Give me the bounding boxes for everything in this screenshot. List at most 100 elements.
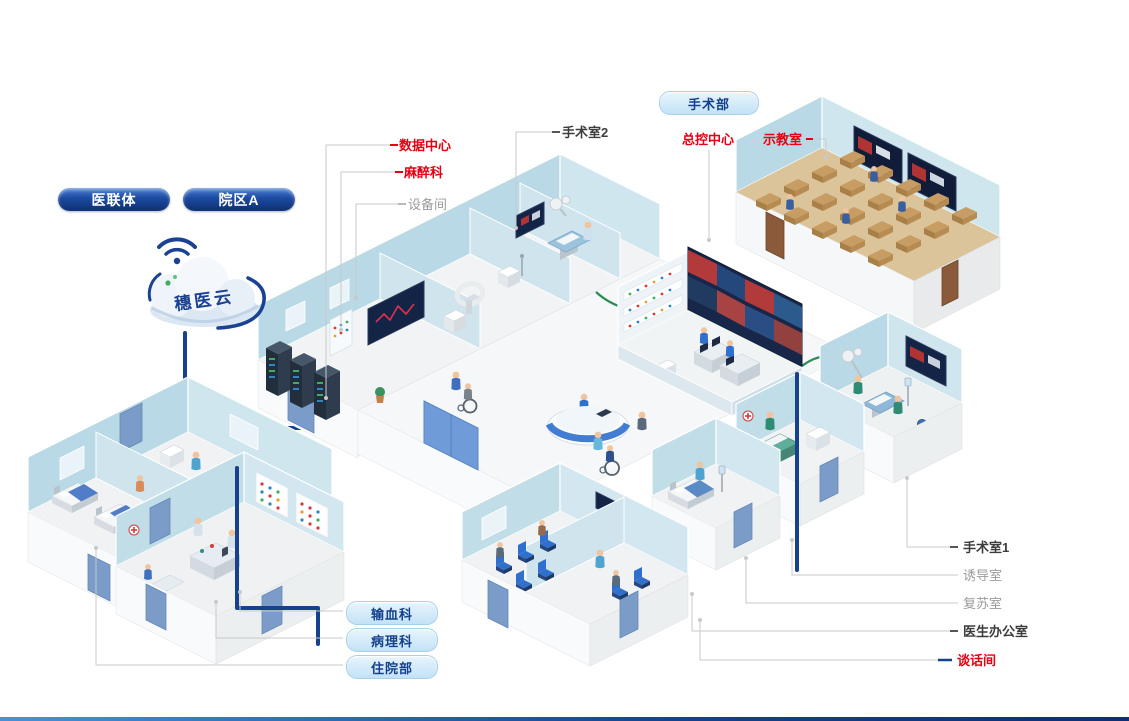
student-figure bbox=[786, 194, 794, 210]
classroom-door-side bbox=[941, 259, 959, 307]
ward-door bbox=[119, 402, 143, 453]
label-master-control: 总控中心 bbox=[682, 132, 735, 147]
office-door bbox=[619, 590, 639, 639]
induction-door bbox=[819, 456, 839, 503]
lab-scientist-figure bbox=[193, 517, 203, 537]
recovery-room-block bbox=[651, 417, 781, 571]
wing-divider-wall bbox=[519, 182, 621, 280]
attendant-figure bbox=[451, 371, 461, 391]
operator-figure bbox=[699, 327, 709, 344]
visitor-figure bbox=[637, 411, 647, 431]
talk-office-block bbox=[461, 462, 689, 667]
student-figure bbox=[898, 196, 906, 212]
reception-area bbox=[545, 393, 631, 446]
blood-transfusion-pill: 输血科 bbox=[346, 601, 438, 625]
reception-computer bbox=[596, 409, 612, 417]
recovery-door bbox=[733, 502, 753, 549]
or2-wall-screen bbox=[515, 201, 545, 239]
classroom-door-front bbox=[765, 211, 785, 260]
operator-figure bbox=[725, 340, 735, 357]
patient-figure bbox=[135, 475, 145, 492]
label-equipment-room: 设备间 bbox=[408, 197, 448, 212]
inpatient-pill-label: 住院部 bbox=[370, 660, 413, 676]
seated-figure bbox=[538, 520, 546, 536]
wing-window bbox=[329, 278, 350, 310]
iv-bag bbox=[718, 465, 726, 475]
lobby-people bbox=[451, 371, 647, 476]
student-figure bbox=[870, 166, 878, 182]
student-figure bbox=[842, 208, 850, 224]
department-pill: 手术部 bbox=[659, 91, 759, 115]
cloud-platform: 穗医云 bbox=[147, 237, 266, 330]
label-induction: 诱导室 bbox=[963, 568, 1003, 583]
leaf-icon bbox=[165, 280, 171, 286]
or2-surgical-light bbox=[549, 195, 571, 217]
wifi-icon bbox=[157, 237, 197, 265]
footer-accent-bar bbox=[0, 717, 1129, 721]
supply-cabinet bbox=[805, 426, 831, 451]
classroom-block bbox=[735, 95, 1001, 334]
ward-window bbox=[229, 413, 259, 451]
or2-operating-table bbox=[547, 230, 591, 260]
window bbox=[481, 505, 507, 541]
label-or2: 手术室2 bbox=[562, 125, 609, 140]
c-arm-machine bbox=[454, 281, 486, 314]
label-doctor-office: 医生办公室 bbox=[963, 624, 1029, 639]
ward-window bbox=[59, 445, 85, 481]
iv-bag bbox=[904, 377, 912, 387]
wheelchair-patient-figure bbox=[605, 445, 615, 462]
leader-lines bbox=[94, 131, 958, 666]
anesthesia-monitor bbox=[367, 280, 425, 346]
campus-pill-label: 院区A bbox=[218, 191, 260, 208]
microscope bbox=[222, 546, 228, 557]
campus-pill: 院区A bbox=[183, 188, 295, 211]
label-or1: 手术室1 bbox=[963, 540, 1010, 555]
master-control-block bbox=[617, 246, 803, 417]
video-wall bbox=[687, 246, 803, 368]
seated-figure bbox=[496, 542, 504, 558]
specimen-cabinet bbox=[255, 471, 289, 519]
ward-front-door bbox=[87, 553, 111, 602]
surgeon-figure bbox=[893, 395, 903, 415]
nurse-figure bbox=[695, 461, 705, 481]
cloud-icon: 穗医云 bbox=[147, 257, 266, 330]
medicine-shelves bbox=[623, 262, 683, 333]
or1-operating-table bbox=[861, 391, 905, 418]
label-talk-room: 谈话间 bbox=[957, 653, 997, 668]
bedside-cabinet bbox=[159, 444, 185, 468]
label-classroom: 示教室 bbox=[763, 132, 803, 147]
red-cross-sign bbox=[742, 410, 754, 422]
or3-cart bbox=[497, 254, 524, 288]
wing-window bbox=[285, 300, 306, 332]
label-data-center: 数据中心 bbox=[399, 138, 452, 153]
lab-bench bbox=[189, 542, 241, 580]
nurse-figure bbox=[593, 431, 603, 451]
department-pill-label: 手术部 bbox=[687, 96, 730, 112]
surgeon-figure bbox=[853, 375, 863, 395]
inpatient-pill: 住院部 bbox=[346, 655, 438, 679]
doctor-figure bbox=[765, 411, 775, 431]
seated-figure bbox=[144, 564, 152, 580]
nurse-figure bbox=[191, 451, 201, 471]
network-backbone-front-lines bbox=[235, 372, 799, 646]
label-recovery: 复苏室 bbox=[963, 596, 1003, 611]
pathology-door bbox=[145, 583, 167, 631]
anesthesia-cabinet bbox=[329, 308, 353, 357]
blood-storage-cabinet bbox=[295, 491, 329, 539]
potted-plant bbox=[375, 387, 385, 403]
doctor-figure bbox=[583, 221, 593, 241]
talk-room-door bbox=[487, 579, 509, 629]
lobby-double-door bbox=[423, 400, 479, 471]
seated-figure bbox=[612, 570, 620, 586]
medical-cart bbox=[443, 309, 467, 333]
wheelchair-patient-figure bbox=[463, 383, 473, 400]
control-desk bbox=[719, 353, 761, 386]
label-anesthesiology: 麻醉科 bbox=[404, 165, 444, 180]
standing-figure bbox=[595, 549, 605, 569]
pathology-pill: 病理科 bbox=[346, 628, 438, 652]
consortium-pill-label: 医联体 bbox=[91, 191, 137, 208]
or1-wall-screen bbox=[905, 335, 947, 387]
or1-surgical-light bbox=[841, 347, 863, 379]
